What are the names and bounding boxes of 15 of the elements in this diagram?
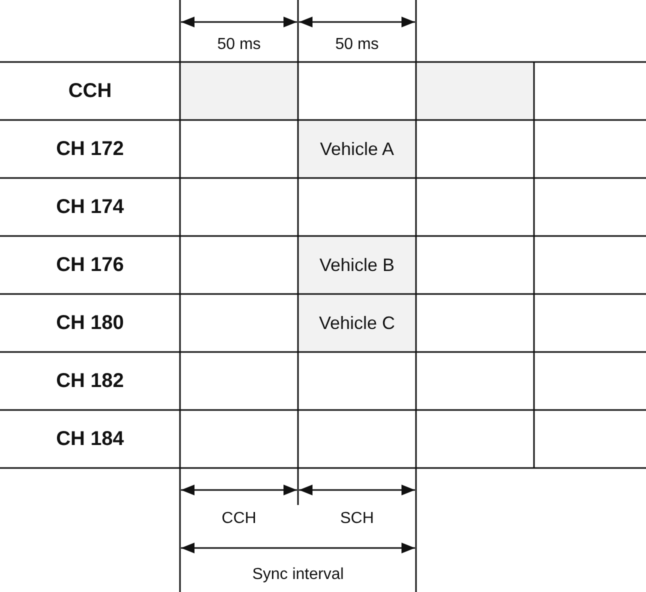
dimension-label: Sync interval [252, 566, 344, 584]
row-header: CH 182 [56, 370, 124, 392]
row-header: CH 174 [56, 196, 124, 218]
table-cell: Vehicle B [299, 237, 415, 293]
row-header: CH 172 [56, 138, 124, 160]
dimension-label: 50 ms [217, 36, 261, 54]
row-header: CH 184 [56, 428, 124, 450]
row-header: CCH [68, 80, 112, 102]
row-header: CH 176 [56, 254, 124, 276]
dimension-label: 50 ms [335, 36, 379, 54]
row-header: CH 180 [56, 312, 124, 334]
table-cell: Vehicle C [299, 295, 415, 351]
dimension-label: CCH [222, 510, 256, 528]
dimension-label: SCH [340, 510, 374, 528]
table-cell: Vehicle A [299, 121, 415, 177]
